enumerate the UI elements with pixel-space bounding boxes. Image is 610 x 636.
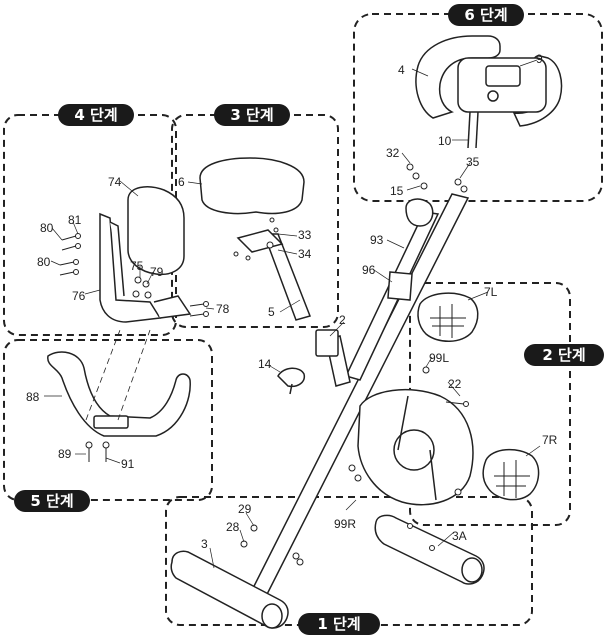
part-label-99r: 99R: [334, 517, 357, 531]
flywheel-hub: [393, 429, 435, 471]
part-label-79: 79: [150, 265, 164, 279]
step3-group-box: [171, 114, 339, 328]
tension-knob: [405, 198, 434, 227]
part-label-89: 89: [58, 447, 72, 461]
part-label-74: 74: [108, 175, 122, 189]
part-label-5: 5: [268, 305, 275, 319]
stabilizer-end-cap: [261, 603, 283, 629]
step1-bolts: [240, 523, 435, 566]
part-label-34: 34: [298, 247, 312, 261]
adjustment-bracket: [387, 271, 413, 301]
handlebar-assembly: [415, 35, 563, 149]
backrest-assembly: [99, 186, 192, 323]
main-frame: [242, 193, 474, 613]
part-label-2: 2: [339, 313, 346, 327]
rear-bar-assembly: [47, 351, 191, 437]
backrest-bracket: [99, 212, 162, 323]
step2-leaders: [345, 291, 541, 511]
step4-leaders: [50, 180, 215, 310]
step6-leaders: [401, 59, 538, 191]
step3-bolts: [233, 217, 279, 261]
part-label-33: 33: [298, 228, 312, 242]
part-label-88: 88: [26, 390, 40, 404]
handlebar-outline: [415, 35, 501, 119]
part-label-32: 32: [386, 146, 400, 160]
part-label-4: 4: [398, 63, 405, 77]
part-label-75: 75: [130, 259, 144, 273]
step2-bolts: [348, 366, 469, 496]
step6-group-box: [353, 13, 603, 202]
part-label-81: 81: [68, 213, 82, 227]
pedal-right: [482, 448, 540, 501]
step6-bolts: [406, 163, 468, 193]
part-label-7l: 7L: [484, 285, 498, 299]
step1-leaders: [209, 512, 455, 569]
step5-leaders: [44, 395, 121, 464]
step6-badge: 6 단계: [448, 4, 524, 26]
step4-bolts: [59, 233, 209, 317]
part-label-99l: 99L: [429, 351, 450, 365]
pedal-left: [417, 292, 479, 342]
step3-leaders: [187, 181, 301, 313]
seat-cushion: [199, 157, 305, 215]
seat-post: [262, 233, 311, 321]
step3-badge: 3 단계: [214, 104, 290, 126]
seat-tube-sleeve: [315, 329, 339, 357]
step5-guide-line-2: [117, 329, 151, 421]
part-label-3a: 3A: [452, 529, 467, 543]
part-label-28: 28: [226, 520, 240, 534]
step5-badge: 5 단계: [14, 490, 90, 512]
part-label-6: 6: [178, 175, 185, 189]
step2-badge: 2 단계: [524, 344, 604, 366]
part-label-29: 29: [238, 502, 252, 516]
step1-badge: 1 단계: [298, 613, 380, 635]
step4-badge: 4 단계: [58, 104, 134, 126]
frame-leaders: [269, 239, 405, 373]
part-label-80-upper: 80: [40, 221, 54, 235]
knob-14: [277, 367, 306, 395]
part-label-93: 93: [370, 233, 384, 247]
front-stabilizer: [170, 550, 289, 629]
step5-group-box: [3, 339, 213, 501]
part-label-78: 78: [216, 302, 230, 316]
part-label-35: 35: [466, 155, 480, 169]
rear-bar-tube: [47, 351, 191, 437]
part-label-15: 15: [390, 184, 404, 198]
console-screen: [485, 65, 521, 87]
part-label-14: 14: [258, 357, 272, 371]
part-label-80-lower: 80: [37, 255, 51, 269]
part-label-91: 91: [121, 457, 135, 471]
step5-bolts: [85, 441, 110, 462]
part-label-3: 3: [201, 537, 208, 551]
part-label-22: 22: [448, 377, 462, 391]
rear-bar-bracket: [93, 415, 129, 429]
part-label-96: 96: [362, 263, 376, 277]
part-label-7r: 7R: [542, 433, 558, 447]
step5-guide-line: [85, 329, 121, 421]
part-label-10: 10: [438, 134, 452, 148]
part-label-9: 9: [536, 52, 543, 66]
seat-assembly: [199, 157, 311, 321]
console-button: [487, 90, 499, 102]
part-label-76: 76: [72, 289, 86, 303]
